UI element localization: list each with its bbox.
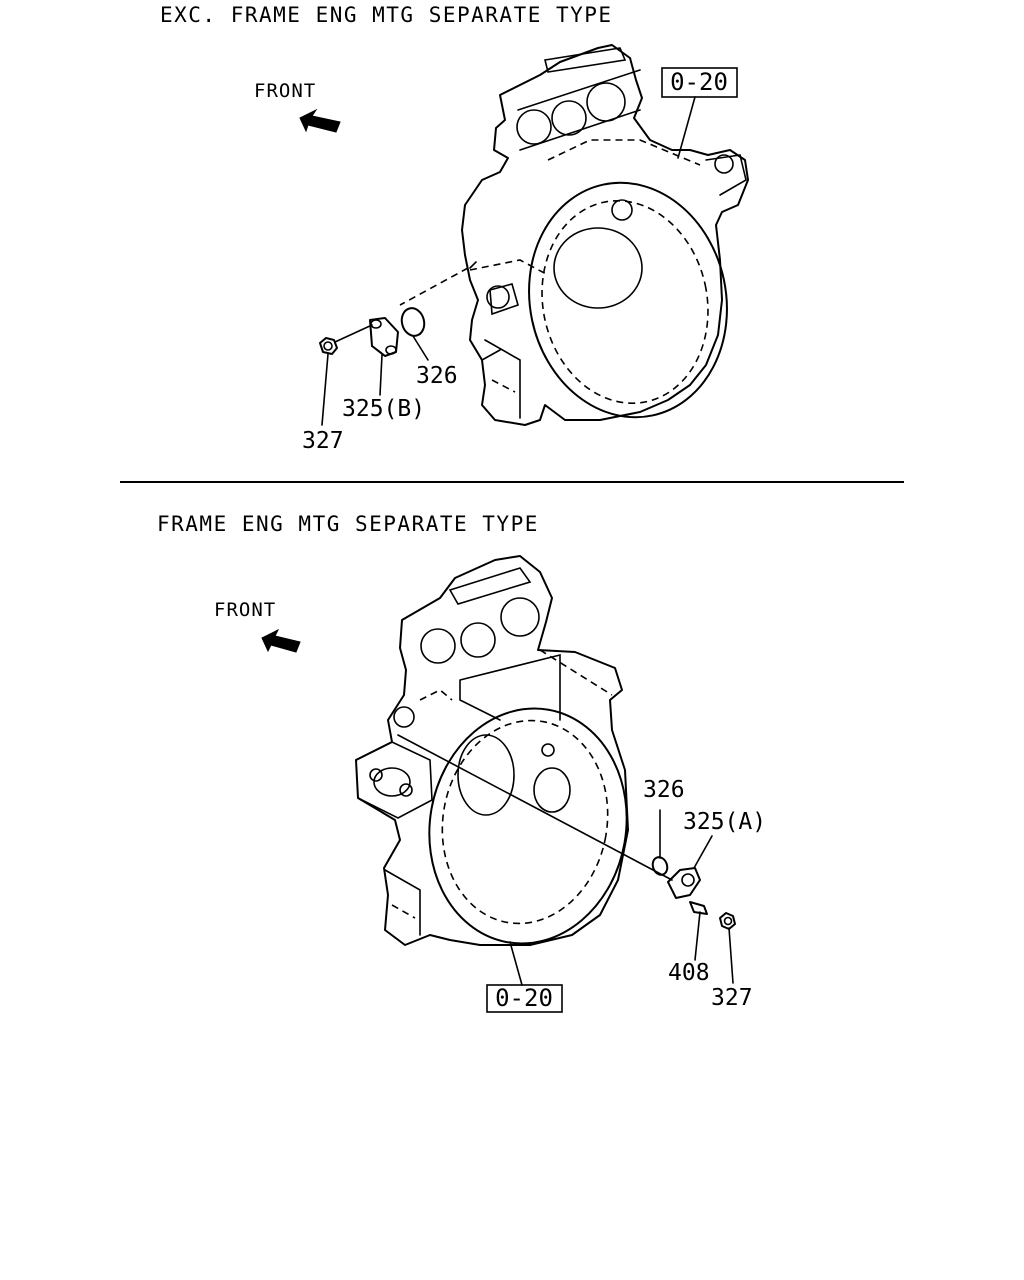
centerline [397,734,673,881]
stud-408 [689,901,708,915]
section-caption: EXC. FRAME ENG MTG SEPARATE TYPE [160,3,613,27]
oring-326 [651,856,669,876]
ref-box [486,984,563,1013]
ref-box [661,67,738,98]
callout-326: 326 [643,777,685,803]
callout-325b: 325(B) [342,396,425,422]
callout-408: 408 [668,960,710,986]
ref-leader [677,96,696,159]
section-frame-eng-mtg: FRAME ENG MTG SEPARATE TYPE FRONT [157,512,766,1013]
front-arrow-icon [299,108,341,133]
ref-box-label: 0-20 [495,984,553,1012]
section-exc-frame-eng-mtg: EXC. FRAME ENG MTG SEPARATE TYPE FRONT [160,3,749,454]
callout-327: 327 [302,428,344,454]
nut-327 [719,912,736,930]
callout-326: 326 [416,363,458,389]
flywheel-housing [461,44,749,426]
flywheel-housing [355,555,629,946]
centerline [399,267,469,306]
ref-box-label: 0-20 [670,68,728,96]
front-label: FRONT [254,80,316,102]
callout-327: 327 [711,985,753,1011]
front-arrow-icon [261,628,301,653]
callout-325a: 325(A) [683,809,766,835]
front-label: FRONT [214,599,276,621]
cover-325b [369,317,399,357]
nut-327 [319,337,338,355]
cover-325a [667,867,701,899]
ref-leader [509,941,523,986]
oring-326 [400,307,426,337]
section-caption: FRAME ENG MTG SEPARATE TYPE [157,512,539,536]
